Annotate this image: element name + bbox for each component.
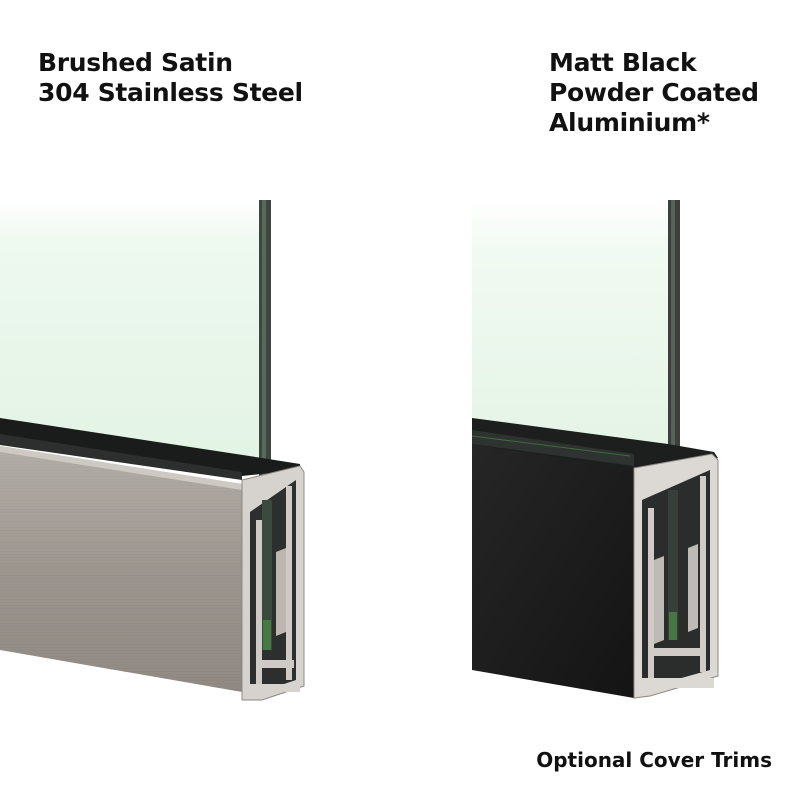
glass-panel-left <box>0 200 262 465</box>
black-channel-assembly <box>471 200 719 699</box>
caption-black-line2: Powder Coated <box>549 78 759 107</box>
caption-black-line3: Aluminium* <box>549 108 710 137</box>
matt-black-cover-trim <box>472 444 634 698</box>
caption-black-line1: Matt Black <box>549 48 697 77</box>
caption-stainless-line2: 304 Stainless Steel <box>38 78 303 107</box>
top-strip-left <box>0 418 300 476</box>
glass-panel-right <box>472 200 672 445</box>
optional-cover-trims-label: Optional Cover Trims <box>536 748 772 772</box>
caption-black: Matt Black Powder Coated Aluminium* <box>549 48 759 138</box>
caption-stainless: Brushed Satin 304 Stainless Steel <box>38 48 303 108</box>
stainless-channel-assembly <box>0 200 305 701</box>
caption-stainless-line1: Brushed Satin <box>38 48 233 77</box>
